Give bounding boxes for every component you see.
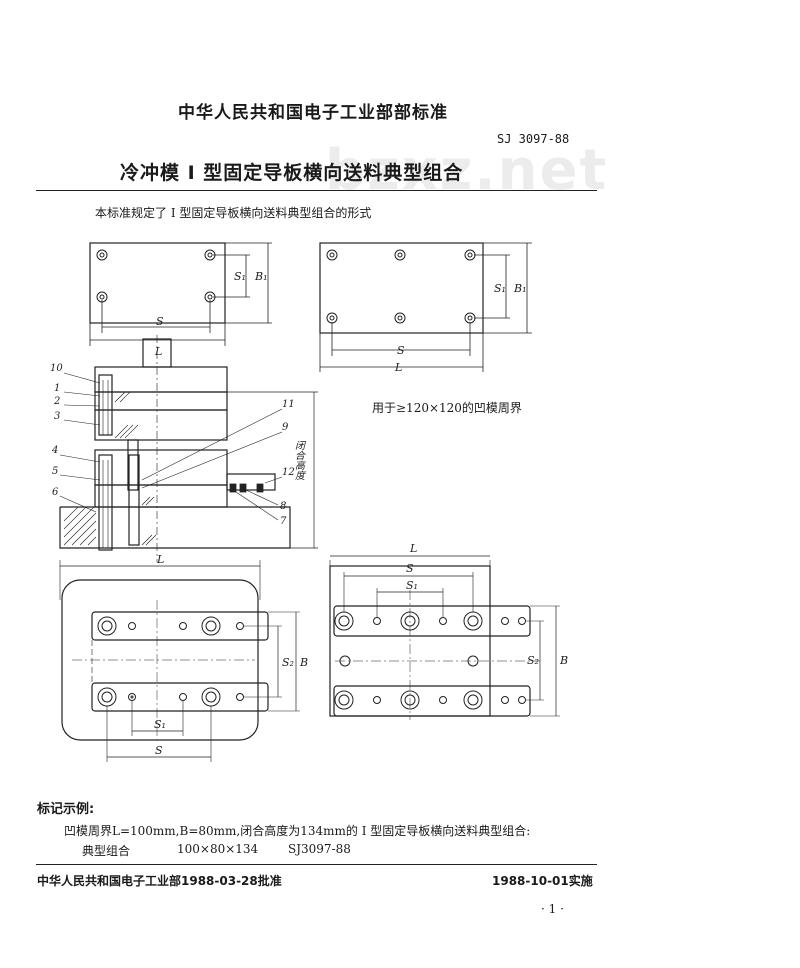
dim-l-label-3: L	[156, 553, 164, 566]
assembly-drawing: S L S₁ B₁ S L S₁ B₁	[50, 242, 568, 762]
bottom-plan-left	[59, 560, 300, 762]
footer-rule	[36, 864, 597, 865]
example-name: 典型组合	[82, 844, 131, 858]
dim-s-label-4: S	[406, 562, 414, 575]
standard-code: SJ 3097-88	[497, 132, 570, 146]
approval-line: 中华人民共和国电子工业部1988-03-28批准	[37, 874, 282, 888]
application-note: 用于≥120×120的凹模周界	[372, 401, 522, 415]
part-number-12: 12	[282, 467, 295, 478]
page-number: · 1 ·	[541, 902, 564, 916]
dim-b1-label: B₁	[254, 270, 268, 283]
dim-s1-label-3: S₁	[154, 718, 166, 731]
part-number-8: 8	[280, 501, 286, 512]
closed-height-label: 闭合高度	[293, 440, 305, 480]
bottom-plan-right	[329, 555, 560, 720]
part-number-2: 2	[53, 396, 60, 407]
dim-s1-label-2: S₁	[494, 282, 506, 295]
part-number-9: 9	[282, 422, 289, 433]
part-number-7: 7	[280, 516, 287, 527]
part-number-5: 5	[52, 466, 58, 477]
plan-view-small	[89, 242, 272, 346]
document-title: 冷冲模 I 型固定导板横向送料典型组合	[120, 162, 464, 184]
dim-l-label-2: L	[394, 361, 402, 374]
part-number-3: 3	[54, 411, 60, 422]
dim-s-label: S	[156, 315, 164, 328]
section-view	[59, 335, 318, 562]
example-heading: 标记示例:	[37, 802, 95, 817]
dim-s2-label: S₂	[282, 656, 294, 669]
dim-s-label-2: S	[397, 344, 405, 357]
part-number-6: 6	[52, 487, 59, 498]
dim-b-label: B	[299, 656, 308, 669]
example-dimensions: 100×80×134	[177, 842, 259, 856]
dim-l-label-4: L	[409, 542, 417, 555]
part-number-4: 4	[51, 445, 58, 456]
part-number-10: 10	[50, 363, 63, 374]
dim-s1-label-4: S₁	[406, 579, 418, 592]
dim-s-label-3: S	[155, 744, 163, 757]
example-description: 凹模周界L=100mm,B=80mm,闭合高度为134mm的 I 型固定导板横向…	[64, 824, 531, 838]
issuing-organization: 中华人民共和国电子工业部部标准	[178, 103, 448, 123]
dim-l-label: L	[154, 345, 162, 358]
dim-b-label-2: B	[559, 654, 568, 667]
scope-statement: 本标准规定了 I 型固定导板横向送料典型组合的形式	[95, 206, 372, 220]
part-number-1: 1	[54, 383, 60, 394]
dim-s2-label-2: S₂	[527, 654, 539, 667]
plan-view-large	[319, 242, 532, 372]
part-number-11: 11	[282, 399, 295, 410]
example-code: SJ3097-88	[288, 842, 351, 856]
watermark: bzxz.net	[325, 138, 609, 203]
dim-b1-label-2: B₁	[513, 282, 527, 295]
title-rule	[36, 190, 597, 191]
dim-s1-label: S₁	[234, 270, 246, 283]
implementation-date: 1988-10-01实施	[492, 874, 593, 888]
